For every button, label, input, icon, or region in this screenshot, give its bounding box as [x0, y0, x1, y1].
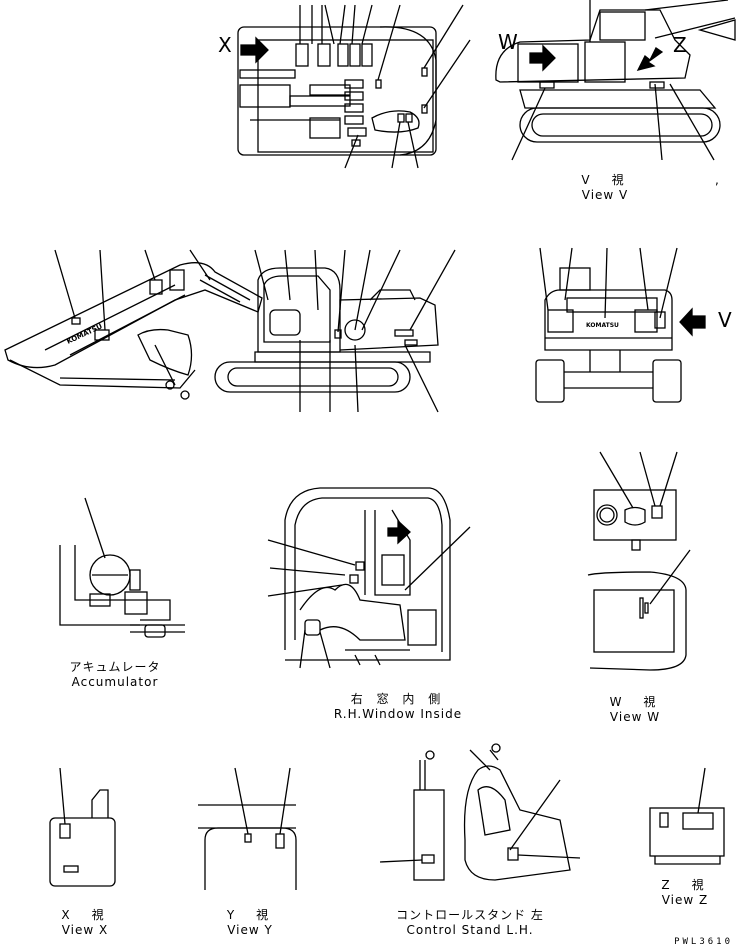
rear-view-machine	[535, 247, 682, 403]
caption-view-w-jp: W 視	[609, 695, 661, 709]
view-y-detail	[198, 767, 297, 890]
caption-view-z-jp: Z 視	[661, 878, 709, 892]
arrow-w-icon	[529, 44, 556, 72]
arrow-z-icon	[636, 47, 664, 71]
accumulator-detail	[59, 497, 185, 638]
caption-view-y: Y 視 View Y	[210, 908, 290, 938]
top-view-upper-structure	[237, 4, 471, 169]
caption-accumulator-en: Accumulator	[71, 675, 159, 689]
arrow-v-label: V	[718, 308, 732, 332]
cab-inside-detail	[267, 487, 471, 669]
view-w-detail	[587, 451, 691, 671]
view-x-detail	[49, 767, 116, 887]
caption-rh-window: 右 窓 内 側 R.H.Window Inside	[318, 692, 478, 722]
arrow-x-icon	[240, 36, 269, 64]
cab-arrow-icon	[387, 519, 411, 545]
view-z-detail	[649, 767, 725, 865]
document-number: PWL3610	[674, 937, 733, 947]
caption-view-v-comma: ,	[715, 173, 720, 187]
caption-control-stand-jp: コントロールスタンド 左	[396, 908, 544, 922]
arrow-z-label: Z	[673, 33, 687, 57]
caption-view-x-jp: X 視	[61, 908, 109, 922]
caption-view-v: V 視 View V	[565, 173, 645, 203]
caption-view-z: Z 視 View Z	[645, 878, 725, 908]
caption-view-w-en: View W	[609, 710, 661, 724]
caption-rh-window-jp: 右 窓 内 側	[350, 692, 446, 706]
caption-view-z-en: View Z	[661, 893, 709, 907]
caption-accumulator: アキュムレータ Accumulator	[55, 660, 175, 690]
arrow-x-label: X	[218, 33, 232, 57]
caption-view-v-en: View V	[581, 188, 629, 202]
caption-control-stand-en: Control Stand L.H.	[406, 923, 534, 937]
caption-view-x-en: View X	[61, 923, 109, 937]
caption-control-stand: コントロールスタンド 左 Control Stand L.H.	[385, 908, 555, 938]
arrow-v-icon	[679, 307, 706, 337]
side-view-excavator	[4, 249, 456, 413]
caption-view-y-jp: Y 視	[226, 908, 274, 922]
control-stand-detail	[379, 743, 581, 881]
caption-view-x: X 視 View X	[45, 908, 125, 938]
arrow-w-label: W	[498, 30, 518, 54]
view-v-machine	[495, 0, 736, 161]
caption-accumulator-jp: アキュムレータ	[69, 660, 161, 674]
caption-view-y-en: View Y	[227, 923, 273, 937]
caption-rh-window-en: R.H.Window Inside	[333, 707, 463, 721]
caption-view-w: W 視 View W	[595, 695, 675, 725]
rear-logo-text: KOMATSU	[586, 322, 619, 329]
caption-view-v-jp: V 視	[581, 173, 629, 187]
